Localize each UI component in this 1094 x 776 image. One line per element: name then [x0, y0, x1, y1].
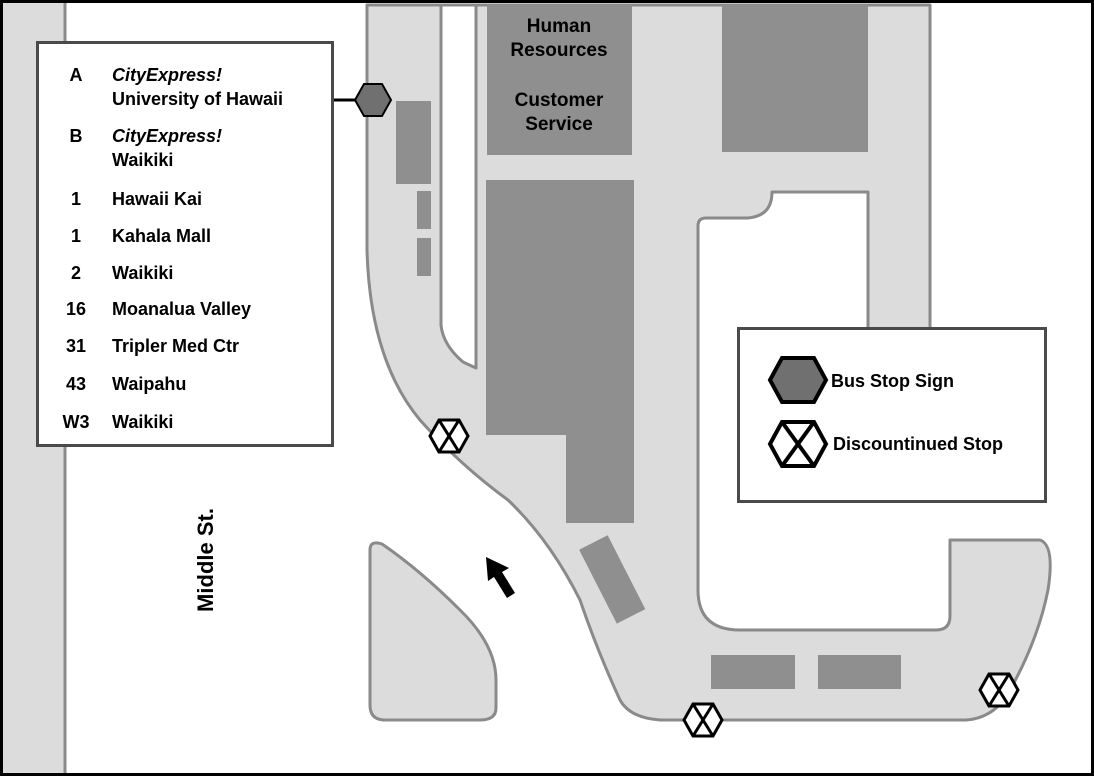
- route-destination: Waikiki: [112, 263, 174, 283]
- route-code: 1: [70, 226, 81, 246]
- route-code: A: [69, 65, 83, 85]
- hr-label-line2: Resources: [510, 40, 607, 61]
- route-service: CityExpress!: [112, 65, 223, 85]
- hr-label-line1: Human: [527, 16, 591, 37]
- route-row: 16 Moanalua Valley: [39, 299, 331, 319]
- route-row: 31 Tripler Med Ctr: [39, 336, 331, 356]
- route-row: 2 Waikiki: [39, 263, 331, 283]
- route-code: 43: [65, 374, 87, 394]
- route-row: A CityExpress!: [39, 65, 331, 85]
- route-row: B CityExpress!: [39, 126, 331, 146]
- route-row: 1 Hawaii Kai: [39, 189, 331, 209]
- route-list-panel: A CityExpress! University of Hawaii B Ci…: [36, 41, 334, 447]
- cs-label-line2: Service: [525, 114, 593, 135]
- route-row: Waikiki: [39, 150, 331, 170]
- cs-label-line1: Customer: [515, 90, 604, 111]
- discontinued-stop-icon: [682, 702, 724, 738]
- discontinued-stop-icon: [428, 418, 470, 454]
- discontinued-stop-icon: [978, 672, 1020, 708]
- route-code: B: [69, 126, 83, 146]
- route-destination: Moanalua Valley: [112, 299, 252, 319]
- lane-divider-island: [439, 3, 478, 370]
- route-destination: Kahala Mall: [112, 226, 212, 246]
- route-code: 31: [65, 336, 87, 356]
- route-code: W3: [62, 412, 90, 432]
- legend-panel: Bus Stop Sign Discountinued Stop: [737, 327, 1047, 503]
- bus-stop-legend-label: Bus Stop Sign: [831, 371, 954, 391]
- street-name: Middle St.: [193, 508, 218, 612]
- route-row: University of Hawaii: [39, 89, 331, 109]
- bus-stop-sign-icon: [353, 83, 393, 117]
- route-destination: Tripler Med Ctr: [112, 336, 240, 356]
- route-code: 16: [65, 299, 87, 319]
- building-hr-customer-service: [487, 5, 632, 155]
- route-destination: Waikiki: [112, 150, 174, 170]
- bus-shelter: [579, 535, 646, 624]
- route-row: 1 Kahala Mall: [39, 226, 331, 246]
- route-destination: University of Hawaii: [112, 89, 284, 109]
- parking-block-3: [417, 238, 431, 276]
- discontinued-stop-legend-label: Discountinued Stop: [833, 434, 1003, 454]
- crossed-hexagon-icon: [767, 420, 829, 468]
- direction-arrow-icon: [486, 557, 515, 598]
- route-destination: Hawaii Kai: [112, 189, 203, 209]
- parking-block-1: [396, 101, 431, 184]
- parking-block-2: [417, 191, 431, 229]
- route-service: CityExpress!: [112, 126, 223, 146]
- parking-block-5: [818, 655, 901, 689]
- route-destination: Waikiki: [112, 412, 174, 432]
- route-destination: Waipahu: [112, 374, 187, 394]
- hexagon-icon: [767, 356, 829, 404]
- route-row: W3 Waikiki: [39, 412, 331, 432]
- route-code: 2: [70, 263, 81, 283]
- parking-block-4: [711, 655, 795, 689]
- traffic-island: [368, 541, 498, 722]
- route-row: 43 Waipahu: [39, 374, 331, 394]
- route-code: 1: [70, 189, 81, 209]
- building-northeast: [722, 5, 868, 152]
- building-central: [486, 180, 634, 523]
